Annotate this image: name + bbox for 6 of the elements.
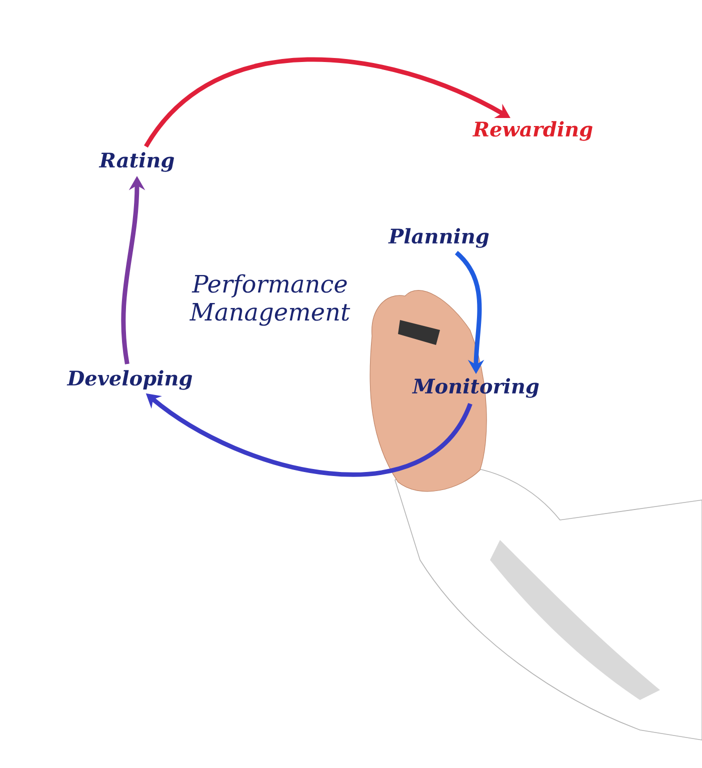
step-label: Monitoring: [412, 378, 539, 398]
step-label: Rating: [98, 152, 174, 172]
step-label: Developing: [66, 370, 192, 390]
step-label: Rewarding: [472, 121, 592, 141]
title-label: Performance Management: [190, 274, 350, 326]
step-label: Planning: [388, 228, 489, 248]
